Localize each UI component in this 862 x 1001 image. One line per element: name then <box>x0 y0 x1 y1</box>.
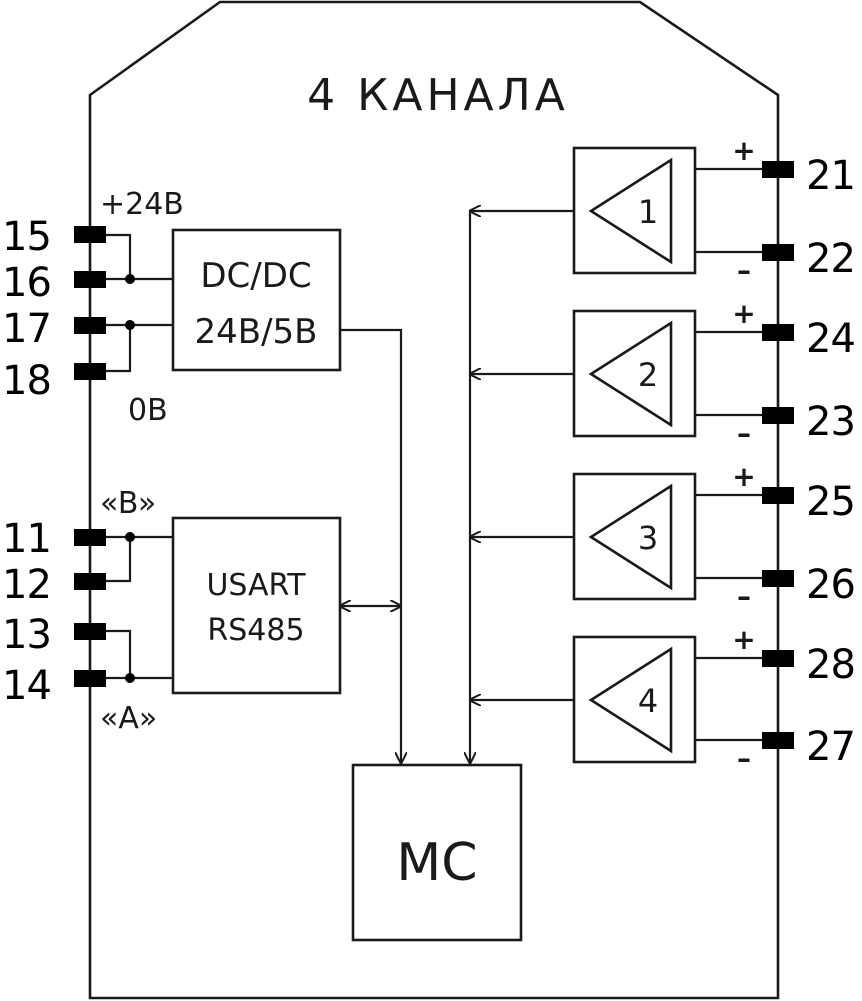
usart-rs485-block <box>171 516 342 695</box>
minus-sign: – <box>737 417 751 450</box>
dcdc-to-mc-wire <box>340 328 401 763</box>
dcdc-label-line2: 24В/5В <box>194 312 317 352</box>
dcdc-converter-block <box>171 228 342 372</box>
pin-number-16: 16 <box>2 260 51 306</box>
pin-number-plus: 24 <box>806 316 855 362</box>
minus-sign: – <box>737 254 751 287</box>
plus-sign: + <box>732 297 755 330</box>
plus-sign: + <box>732 623 755 656</box>
terminal-pin-15 <box>74 226 106 243</box>
plus-24v-label: +24В <box>100 187 184 222</box>
pin-number-15: 15 <box>2 214 51 260</box>
pin-number-12: 12 <box>2 562 51 608</box>
channel-number: 1 <box>638 193 658 231</box>
usart-label-line1: USART <box>206 568 306 603</box>
pin-number-minus: 27 <box>806 724 855 770</box>
pin-number-plus: 21 <box>806 153 855 199</box>
terminal-pin-17 <box>74 317 106 334</box>
terminal-pin-16 <box>74 271 106 288</box>
terminal-pin-13 <box>74 623 106 640</box>
pin-number-plus: 25 <box>806 479 855 525</box>
terminal-pin-plus <box>762 650 794 667</box>
line-a-label: «A» <box>100 701 157 736</box>
housing-outline <box>88 0 780 1000</box>
pin-number-14: 14 <box>2 663 51 709</box>
dcdc-label-line1: DC/DC <box>200 256 311 296</box>
line-b-label: «B» <box>100 486 156 521</box>
wire-15-16 <box>106 233 132 279</box>
amplifier-triangle <box>588 483 673 591</box>
usart-label-line2: RS485 <box>207 613 304 648</box>
power-section: +24В 0В DC/DC 24В/5В <box>74 187 342 428</box>
junction-dot <box>125 673 135 683</box>
channel-number: 3 <box>638 519 658 557</box>
minus-sign: – <box>737 580 751 613</box>
junction-dot <box>125 274 135 284</box>
channel-2: 2 + – 24 23 <box>470 297 856 450</box>
mc-label: MC <box>396 833 477 893</box>
plus-sign: + <box>732 460 755 493</box>
channel-number: 2 <box>638 356 658 394</box>
channel-1: 1 + – 21 22 <box>470 134 856 287</box>
wire-13-14 <box>106 629 132 678</box>
pin-number-18: 18 <box>2 358 51 404</box>
wire-17-18 <box>106 325 132 373</box>
channel-4: 4 + – 28 27 <box>470 623 856 775</box>
amplifier-triangle <box>588 157 673 265</box>
amplifier-triangle <box>588 320 673 428</box>
terminal-pin-18 <box>74 363 106 380</box>
terminal-pin-minus <box>762 570 794 587</box>
terminal-pin-minus <box>762 732 794 749</box>
interface-section: «B» «A» USART RS485 <box>74 486 342 736</box>
terminal-pin-minus <box>762 244 794 261</box>
housing-title: 4 КАНАЛА <box>307 70 569 121</box>
terminal-pin-plus <box>762 161 794 178</box>
wire-11-12 <box>106 537 132 583</box>
zero-volt-label: 0В <box>128 393 168 428</box>
pin-number-minus: 26 <box>806 562 855 608</box>
terminal-pin-11 <box>74 529 106 546</box>
terminal-pin-minus <box>762 407 794 424</box>
pin-number-13: 13 <box>2 612 51 658</box>
pin-number-17: 17 <box>2 306 51 352</box>
minus-sign: – <box>737 742 751 775</box>
terminal-pin-12 <box>74 573 106 590</box>
pin-number-plus: 28 <box>806 642 855 688</box>
junction-dot <box>125 532 135 542</box>
amplifier-triangle <box>588 646 673 754</box>
mc-block <box>351 763 523 942</box>
terminal-pin-plus <box>762 324 794 341</box>
pin-number-minus: 23 <box>806 399 855 445</box>
pin-number-11: 11 <box>2 516 51 562</box>
channel-3: 3 + – 25 26 <box>470 460 856 613</box>
junction-dot <box>125 320 135 330</box>
terminal-pin-plus <box>762 487 794 504</box>
terminal-pin-14 <box>74 670 106 687</box>
pin-number-minus: 22 <box>806 236 855 282</box>
plus-sign: + <box>732 134 755 167</box>
channel-number: 4 <box>638 682 658 720</box>
